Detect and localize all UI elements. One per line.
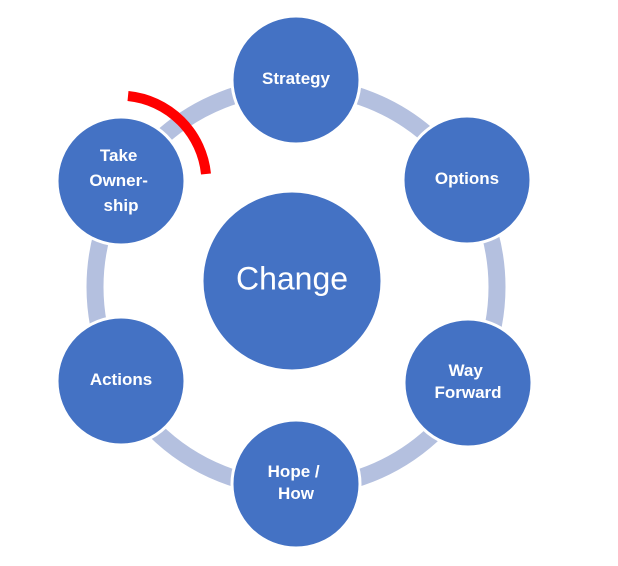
node-take-ownership-label-line-2: Owner- bbox=[89, 171, 148, 190]
node-actions-circle bbox=[55, 315, 187, 447]
node-take-ownership-label: Take Owner- ship bbox=[89, 146, 152, 215]
center-node-label: Change bbox=[236, 260, 348, 296]
node-way-forward: Way Forward bbox=[402, 317, 534, 449]
node-hope-how: Hope / How bbox=[230, 418, 362, 550]
node-way-forward-label: Way Forward bbox=[434, 361, 501, 402]
node-actions: Actions bbox=[55, 315, 187, 447]
node-options-label: Options bbox=[435, 169, 499, 188]
node-strategy-label-line: Strategy bbox=[262, 69, 331, 88]
node-strategy-label: Strategy bbox=[262, 69, 331, 88]
node-hope-how-label-line-1: Hope / bbox=[268, 462, 320, 481]
center-node: Change bbox=[200, 189, 384, 373]
node-strategy-circle bbox=[230, 14, 362, 146]
node-way-forward-circle bbox=[402, 317, 534, 449]
node-actions-label-line: Actions bbox=[90, 370, 152, 389]
center-node-circle bbox=[200, 189, 384, 373]
node-options: Options bbox=[401, 114, 533, 246]
node-way-forward-label-line-2: Forward bbox=[434, 383, 501, 402]
node-hope-how-circle bbox=[230, 418, 362, 550]
node-take-ownership-label-line-3: ship bbox=[104, 196, 139, 215]
highlight-arc bbox=[127, 91, 211, 175]
node-take-ownership-label-line-1: Take bbox=[100, 146, 138, 165]
node-actions-label: Actions bbox=[90, 370, 152, 389]
node-hope-how-label: Hope / How bbox=[268, 462, 325, 503]
node-hope-how-label-line-2: How bbox=[278, 484, 315, 503]
node-options-circle bbox=[401, 114, 533, 246]
node-strategy: Strategy bbox=[230, 14, 362, 146]
node-take-ownership: Take Owner- ship bbox=[55, 115, 187, 247]
node-take-ownership-circle bbox=[55, 115, 187, 247]
node-way-forward-label-line-1: Way bbox=[448, 361, 483, 380]
node-options-label-line: Options bbox=[435, 169, 499, 188]
